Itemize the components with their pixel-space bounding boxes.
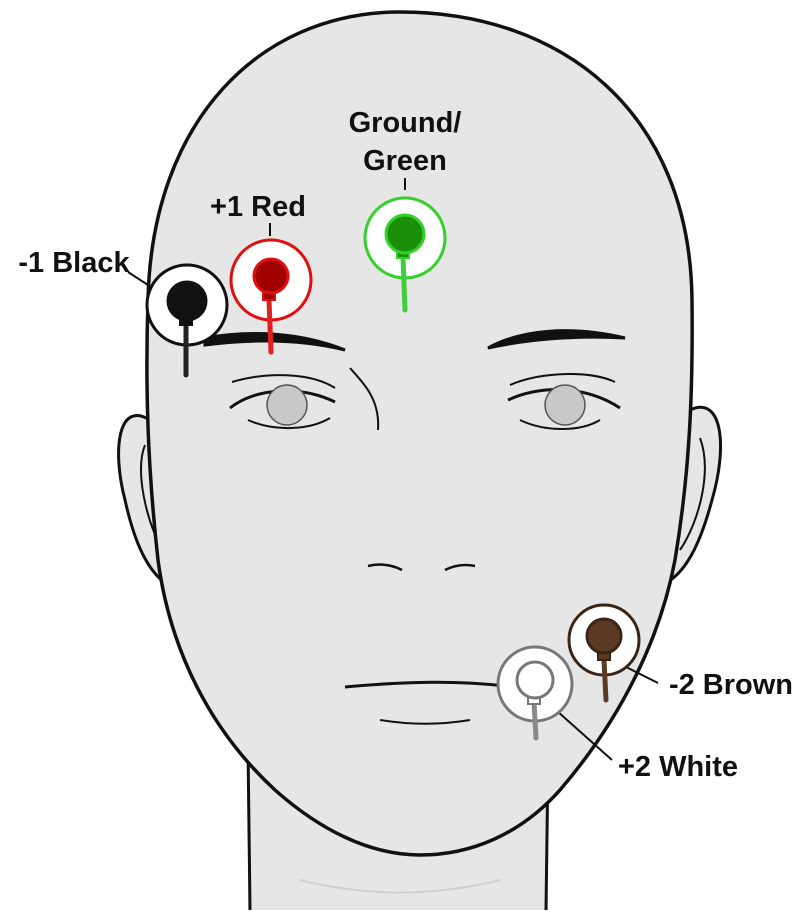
neck-left-line (248, 748, 250, 910)
lead-wire-ground (403, 258, 405, 310)
lead-wire-plus1 (269, 300, 271, 352)
electrode-snap-minus2 (587, 619, 621, 653)
label-minus1-line-0: -1 Black (18, 247, 130, 279)
label-plus2-line-0: +2 White (618, 751, 738, 783)
electrode-snap-plus1 (254, 259, 288, 293)
label-minus2-line-0: -2 Brown (669, 669, 793, 701)
electrode-snap-plus2 (517, 662, 553, 698)
right-iris (545, 385, 585, 425)
left-iris (267, 385, 307, 425)
lead-wire-plus2 (534, 702, 536, 738)
lead-wire-minus2 (604, 660, 606, 700)
electrode-snap-minus1 (168, 282, 206, 320)
label-ground-line-0: Ground/ (349, 107, 462, 139)
leader-line-minus1 (128, 272, 148, 285)
label-plus1-line-0: +1 Red (210, 191, 306, 223)
electrode-snap-ground (386, 215, 424, 253)
label-ground-line-1: Green (363, 145, 447, 177)
